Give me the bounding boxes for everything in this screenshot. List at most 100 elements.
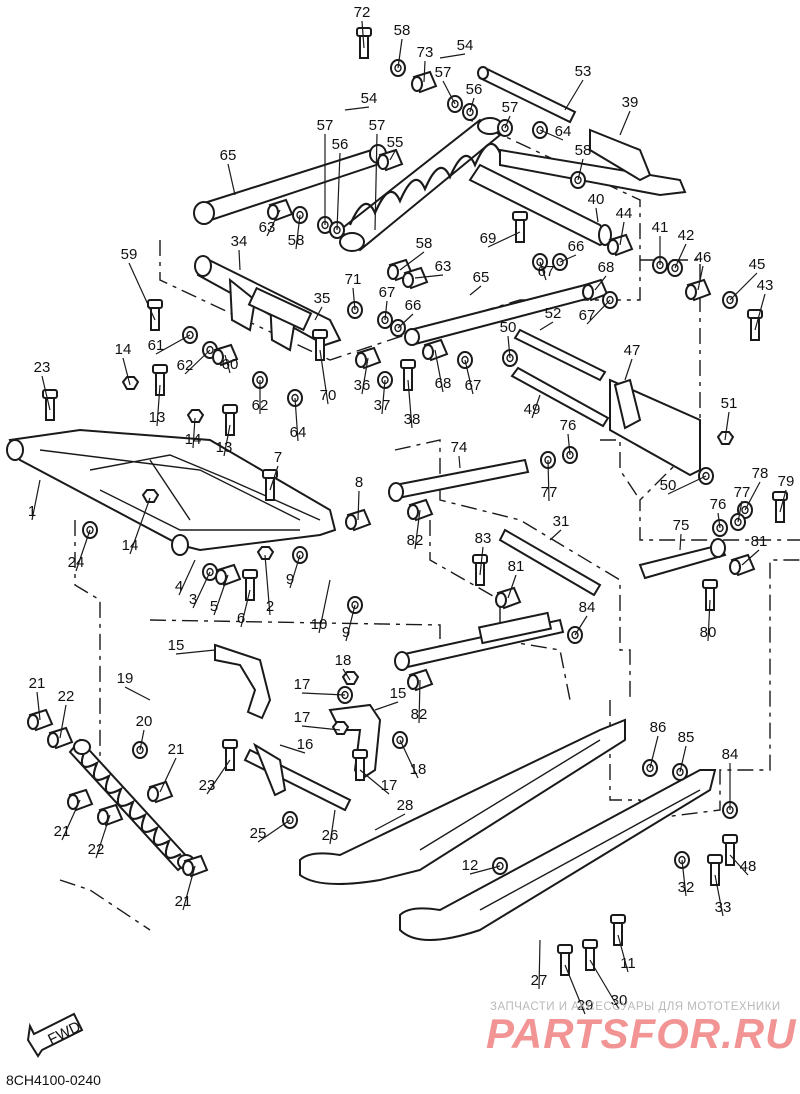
callout-5: 5 (210, 598, 218, 615)
callout-23: 23 (199, 777, 216, 794)
callout-21: 21 (29, 675, 46, 692)
leader-line-67 (384, 300, 388, 321)
leader-line-57 (374, 133, 378, 231)
callout-23: 23 (34, 359, 51, 376)
leader-line-58 (577, 158, 584, 181)
callout-27: 27 (531, 972, 548, 989)
leader-line-78 (744, 481, 761, 511)
leader-line-76 (567, 433, 571, 456)
part-washer-104 (392, 731, 408, 749)
callout-10: 10 (311, 616, 328, 633)
leader-line-57 (442, 80, 456, 105)
leader-line-35 (314, 306, 323, 321)
callout-38: 38 (404, 411, 421, 428)
leader-line-13 (156, 384, 161, 427)
callout-7: 7 (274, 449, 282, 466)
leader-line-77 (737, 500, 743, 523)
leader-line-16 (279, 744, 306, 754)
part-bush-78 (495, 586, 522, 610)
leader-line-14 (192, 417, 196, 449)
shaft-31 (498, 528, 602, 597)
leader-line-8 (357, 490, 360, 521)
callout-47: 47 (624, 342, 641, 359)
part-bush-17 (267, 198, 294, 222)
leader-line-70 (319, 349, 329, 405)
leader-line-72 (361, 20, 365, 49)
callout-31: 31 (553, 513, 570, 530)
leader-line-48 (729, 854, 749, 876)
callout-57: 57 (317, 117, 334, 134)
leader-line-50 (507, 335, 511, 359)
callout-66: 66 (405, 297, 422, 314)
part-bolt-89 (702, 579, 718, 611)
shafts-49-52 (510, 328, 701, 477)
leader-line-58 (397, 38, 403, 69)
leader-line-55 (389, 150, 396, 161)
callout-83: 83 (475, 530, 492, 547)
leader-line-12 (469, 865, 501, 875)
callout-18: 18 (335, 652, 352, 669)
leader-line-1 (31, 479, 41, 521)
leader-line-52 (539, 321, 554, 331)
callout-67: 67 (579, 307, 596, 324)
callout-46: 46 (695, 249, 712, 266)
shock-75 (638, 538, 727, 580)
leader-line-80 (707, 599, 711, 642)
callout-85: 85 (678, 729, 695, 746)
callout-21: 21 (54, 823, 71, 840)
callout-70: 70 (320, 387, 337, 404)
callout-37: 37 (374, 397, 391, 414)
leader-line-71 (352, 287, 356, 311)
callout-52: 52 (545, 305, 562, 322)
leader-line-21 (36, 691, 41, 721)
callout-40: 40 (588, 191, 605, 208)
callout-80: 80 (700, 624, 717, 641)
leader-line-83 (479, 546, 484, 576)
leader-line-82 (418, 679, 421, 724)
leader-line-68 (594, 275, 607, 291)
callout-61: 61 (148, 337, 165, 354)
callout-20: 20 (136, 713, 153, 730)
callout-17: 17 (381, 777, 398, 794)
leader-line-9 (345, 604, 356, 642)
callout-15: 15 (168, 637, 185, 654)
callout-57: 57 (369, 117, 386, 134)
callout-24: 24 (68, 554, 85, 571)
leader-line-44 (619, 221, 625, 246)
leader-line-66 (397, 313, 414, 329)
leader-line-53 (564, 79, 584, 111)
callout-72: 72 (354, 4, 371, 21)
leader-line-10 (318, 579, 331, 634)
callout-58: 58 (416, 235, 433, 252)
callout-64: 64 (290, 424, 307, 441)
callout-77: 77 (734, 484, 751, 501)
part-bush-20 (607, 233, 634, 257)
leader-line-32 (681, 859, 687, 897)
leader-line-64 (294, 397, 299, 442)
leader-line-43 (754, 293, 766, 331)
pivot-shaft-34 (194, 255, 342, 352)
leader-line-25 (257, 819, 291, 843)
callout-49: 49 (524, 401, 541, 418)
rear-shock-19 (68, 738, 195, 872)
leader-line-79 (779, 489, 787, 513)
callout-4: 4 (175, 578, 183, 595)
callout-67: 67 (379, 284, 396, 301)
callout-84: 84 (579, 599, 596, 616)
leader-line-4 (178, 559, 196, 596)
part-nut-59 (186, 409, 205, 423)
part-bush-95 (27, 708, 54, 732)
leader-line-22 (59, 704, 67, 739)
leader-line-47 (624, 358, 633, 381)
leader-line-33 (714, 874, 724, 917)
part-bolt-51 (42, 389, 58, 421)
leader-line-14 (122, 357, 131, 386)
part-bolt-63 (262, 469, 278, 501)
leader-line-40 (595, 207, 599, 223)
part-bush-103 (147, 780, 174, 804)
leader-line-13 (223, 424, 231, 457)
fwd-arrow-icon: FWD (26, 1012, 84, 1058)
leader-line-24 (75, 529, 91, 572)
leader-line-84 (574, 615, 588, 636)
part-nut-44 (121, 376, 140, 390)
